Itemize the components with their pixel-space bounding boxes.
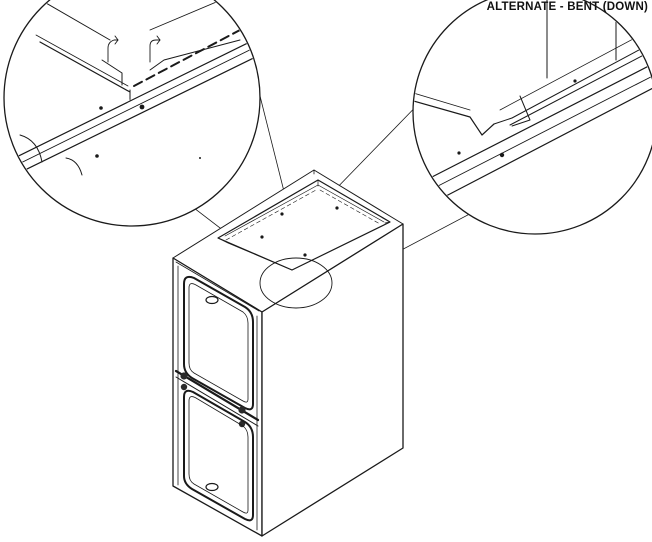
bend-arrow-left — [108, 40, 118, 62]
detail-circle-right — [410, 0, 652, 234]
detail-circle-left — [0, 0, 270, 226]
latch-right-lower — [238, 420, 246, 428]
lower-door-handle — [206, 484, 218, 491]
door-divider — [176, 371, 258, 428]
latch-left-lower — [180, 383, 188, 391]
bend-arrow-right — [150, 40, 160, 62]
figure-caption: ALTERNATE - BENT (DOWN) — [486, 1, 648, 13]
latch-right-upper — [238, 406, 246, 414]
upper-door-handle — [206, 297, 218, 304]
furnace-cabinet — [173, 170, 403, 536]
lower-door-panel — [184, 391, 253, 521]
latch-left-upper — [180, 372, 188, 380]
upper-door-panel — [184, 277, 253, 409]
detail-target-ellipse — [260, 258, 332, 308]
cabinet-side-face — [262, 224, 403, 536]
